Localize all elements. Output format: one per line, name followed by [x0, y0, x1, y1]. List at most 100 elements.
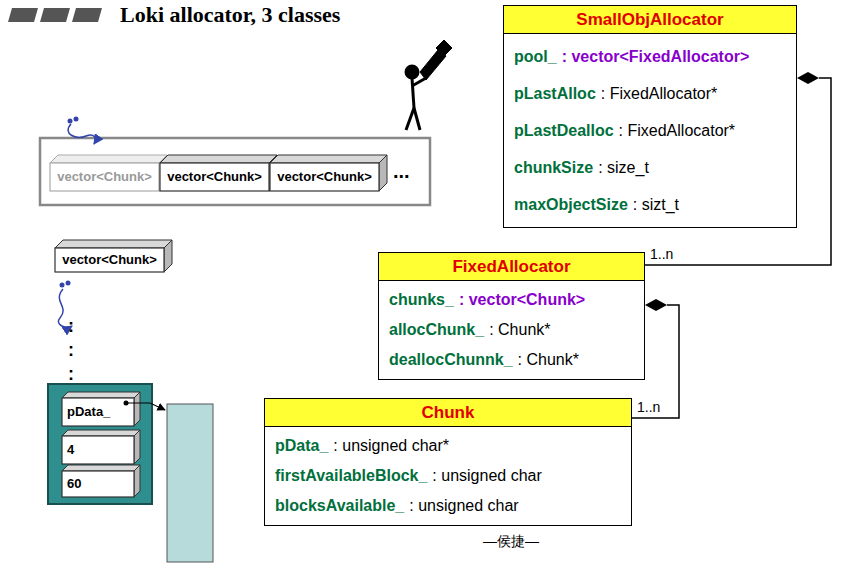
attribute-type: : vector<FixedAllocator> [562, 48, 750, 65]
attribute-type: : size_t [598, 159, 649, 176]
vector-box: vector<Chunk> [270, 163, 379, 191]
attribute-name: pLastDealloc [514, 122, 614, 139]
attribute-row: maxObjectSize : sizt_t [514, 186, 786, 223]
box-text: pData_ [67, 398, 110, 426]
attribute-name: blocksAvailable_ [275, 497, 404, 514]
vector-box: pData_ [62, 398, 134, 426]
box-text: 60 [67, 471, 81, 497]
box-side-face [164, 240, 172, 272]
attribute: pData_ : unsigned char* [275, 431, 449, 461]
vector-box: vector<Chunk> [160, 163, 269, 191]
multiplicity: 1..n [648, 246, 675, 262]
box-front-face [160, 163, 269, 191]
attribute: pool_ : vector<FixedAllocator> [514, 38, 749, 75]
attribute-type: : unsigned char [432, 467, 541, 484]
attribute: pLastDealloc : FixedAllocator* [514, 112, 735, 149]
box-text: vector<Chunk> [57, 163, 152, 191]
class-name: SmallObjAllocator [504, 6, 796, 34]
attribute-type: : FixedAllocator* [601, 85, 718, 102]
attribute: maxObjectSize : sizt_t [514, 186, 679, 223]
author-signature: —侯捷— [483, 533, 539, 551]
box-top-face [62, 430, 140, 436]
attribute-row: chunkSize : size_t [514, 149, 786, 186]
class-attributes: chunks_ : vector<Chunk> allocChunk_ : Chunk… [379, 281, 644, 379]
box-side-face [134, 430, 140, 464]
attribute-type: : unsigned char* [333, 437, 449, 454]
attribute: firstAvailableBlock_ : unsigned char [275, 461, 542, 491]
box-front-face [62, 398, 134, 426]
attribute-type: : sizt_t [633, 196, 679, 213]
vector-box: vector<Chunk> [55, 248, 164, 272]
composition-diamond [645, 299, 667, 311]
attribute-name: pool_ [514, 48, 557, 65]
attribute-type: : unsigned char [409, 497, 518, 514]
ellipsis: ... [393, 160, 410, 183]
box-front-face [62, 436, 134, 464]
attribute-row: pData_ : unsigned char* [275, 431, 621, 461]
box-text: vector<Chunk> [277, 163, 372, 191]
attribute: deallocChunnk_ : Chunk* [389, 345, 579, 375]
attribute-row: pool_ : vector<FixedAllocator> [514, 38, 786, 75]
attribute-row: deallocChunnk_ : Chunk* [389, 345, 634, 375]
attribute-name: allocChunk_ [389, 321, 484, 338]
class-box: FixedAllocator chunks_ : vector<Chunk> allo… [378, 252, 645, 380]
class-box: SmallObjAllocator pool_ : vector<FixedAllo… [503, 5, 797, 228]
class-attributes: pool_ : vector<FixedAllocator> pLastAlloc:… [504, 34, 796, 227]
attribute-row: chunks_ : vector<Chunk> [389, 285, 634, 315]
box-top-face [270, 155, 387, 163]
box-side-face [134, 465, 140, 497]
chunk-vector-panel [40, 138, 430, 205]
attribute: chunkSize : size_t [514, 149, 649, 186]
class-name: FixedAllocator [379, 253, 644, 281]
box-top-face [62, 465, 140, 471]
data-memory-block [167, 404, 213, 562]
attribute-name: chunkSize [514, 159, 593, 176]
attribute: chunks_ : vector<Chunk> [389, 285, 585, 315]
box-side-face [379, 155, 387, 191]
attribute-name: maxObjectSize [514, 196, 628, 213]
class-name: Chunk [265, 399, 631, 427]
multiplicity: 1..n [635, 399, 662, 415]
attribute: allocChunk_ : Chunk* [389, 315, 551, 345]
attribute-type: : Chunk* [489, 321, 550, 338]
attribute-row: allocChunk_ : Chunk* [389, 315, 634, 345]
box-top-face [55, 240, 172, 248]
attribute-row: pLastAlloc : FixedAllocator* [514, 75, 786, 112]
vertical-dots: : [68, 364, 74, 385]
attribute: blocksAvailable_ : unsigned char [275, 491, 519, 521]
title-bars [8, 8, 102, 22]
box-front-face [50, 163, 159, 191]
box-text: vector<Chunk> [62, 248, 157, 272]
vector-box: 4 [62, 436, 134, 464]
vector-box: vector<Chunk> [50, 163, 159, 191]
attribute-name: chunks_ [389, 291, 454, 308]
attribute-type: : Chunk* [518, 351, 579, 368]
box-top-face [50, 155, 167, 163]
attribute-row: pLastDealloc : FixedAllocator* [514, 112, 786, 149]
box-top-face [62, 392, 140, 398]
box-front-face [55, 248, 164, 272]
attribute-name: firstAvailableBlock_ [275, 467, 427, 484]
attribute-type: : vector<Chunk> [459, 291, 585, 308]
title: Loki allocator, 3 classes [120, 2, 340, 28]
class-attributes: pData_ : unsigned char* firstAvailableBloc… [265, 427, 631, 525]
box-front-face [270, 163, 379, 191]
attribute: pLastAlloc : FixedAllocator* [514, 75, 717, 112]
attribute-row: firstAvailableBlock_ : unsigned char [275, 461, 621, 491]
composition-diamond [797, 72, 819, 84]
box-front-face [62, 471, 134, 497]
vector-box: 60 [62, 471, 134, 497]
attribute-name: deallocChunnk_ [389, 351, 513, 368]
telescope-figure [406, 40, 452, 130]
attribute-name: pData_ [275, 437, 328, 454]
attribute-type: : FixedAllocator* [619, 122, 736, 139]
attribute-row: blocksAvailable_ : unsigned char [275, 491, 621, 521]
class-box: Chunk pData_ : unsigned char* firstAvailabl… [264, 398, 632, 526]
chunk-block [48, 384, 152, 504]
curly-arrow [68, 117, 96, 145]
vertical-dots: : [68, 316, 74, 337]
box-top-face [160, 155, 277, 163]
vertical-dots: : [68, 340, 74, 361]
attribute-name: pLastAlloc [514, 85, 596, 102]
box-text: vector<Chunk> [167, 163, 262, 191]
